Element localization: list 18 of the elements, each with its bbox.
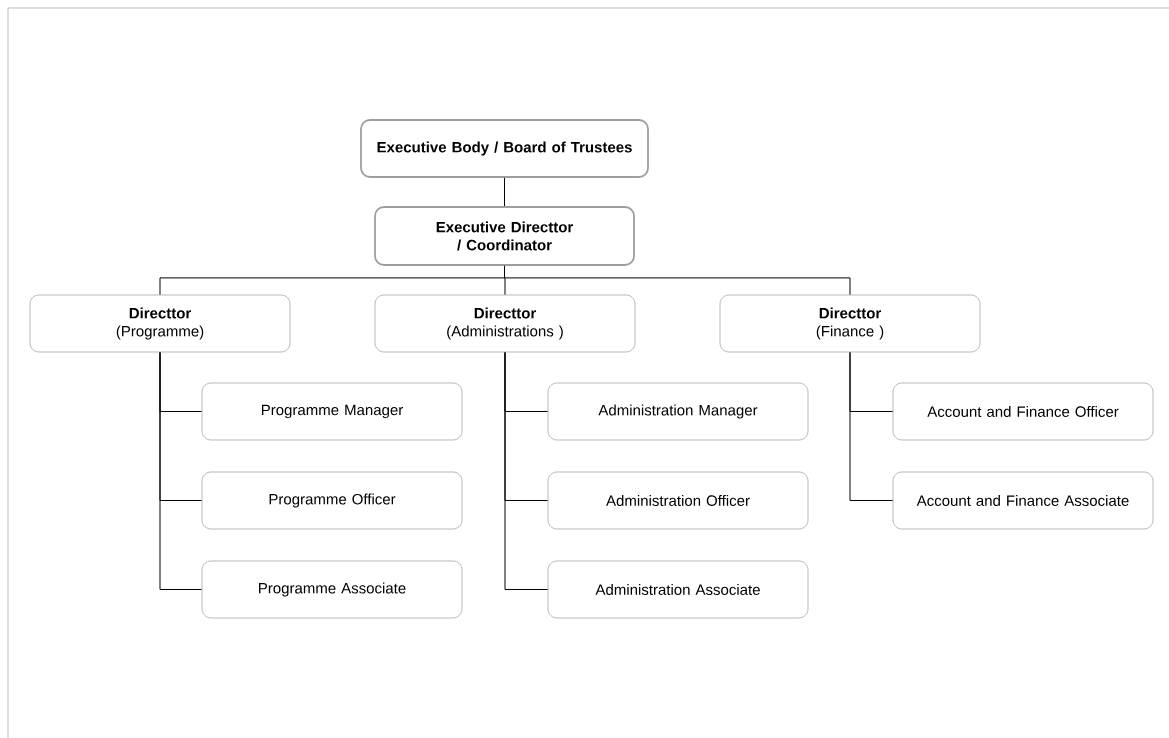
role-box: Administration Associate [547, 560, 809, 619]
connector-line [504, 351, 549, 590]
director-box: Directtor (Administrations ) [374, 294, 636, 353]
connector-line [504, 265, 851, 296]
role-box: Administration Manager [547, 382, 809, 441]
role-box: Administration Officer [547, 471, 809, 530]
director-box: Directtor (Programme) [29, 294, 291, 353]
role-box: Account and Finance Officer [892, 382, 1154, 441]
role-box: Programme Officer [201, 471, 463, 530]
connector-line [159, 351, 203, 590]
connector-line [849, 351, 894, 501]
role-box: Programme Associate [201, 560, 463, 619]
title-box: Executive Directtor / Coordinator [374, 206, 635, 266]
connector-line [504, 177, 505, 207]
title-box: Executive Body / Board of Trustees [360, 119, 649, 178]
role-box: Programme Manager [201, 382, 463, 441]
director-box: Directtor (Finance ) [719, 294, 981, 353]
role-box: Account and Finance Associate [892, 471, 1154, 530]
